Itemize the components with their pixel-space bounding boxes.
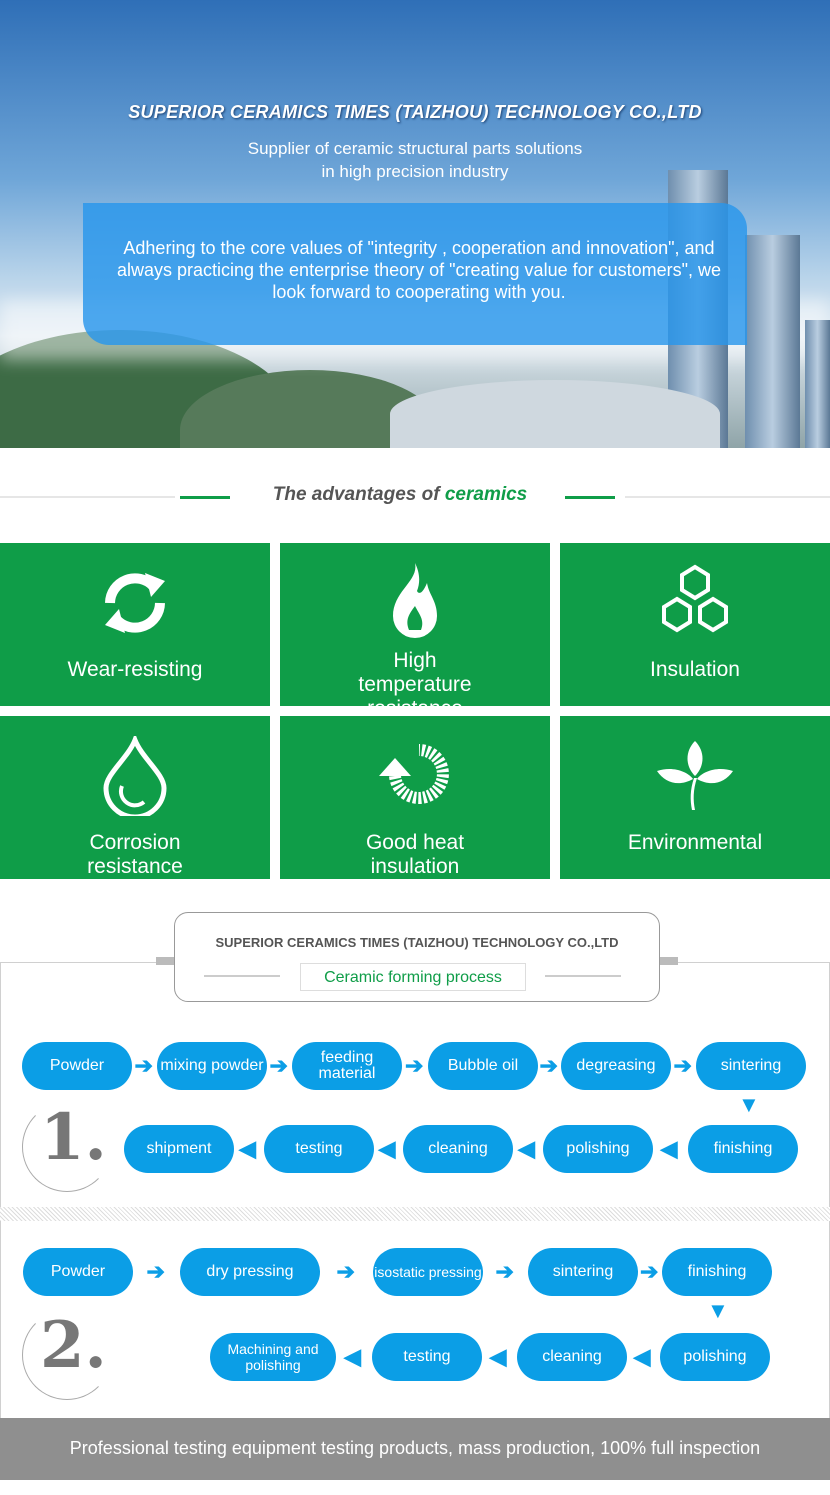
arrow-left-icon: ◀ <box>489 1344 507 1369</box>
process-step: finishing <box>688 1125 798 1173</box>
process-step: cleaning <box>403 1125 513 1173</box>
advantage-tile: Environmental <box>560 716 830 879</box>
process-step: mixing powder <box>157 1042 267 1090</box>
arrow-left-icon: ◀ <box>518 1136 535 1161</box>
advantage-label: High temperature resistance <box>358 649 472 706</box>
arrow-left-icon: ◀ <box>660 1136 678 1161</box>
advantage-label: Insulation <box>650 658 740 681</box>
process-title: Ceramic forming process <box>300 963 526 991</box>
frame-cap <box>660 957 678 965</box>
arrow-left-icon: ◀ <box>239 1136 256 1161</box>
arrow-right-icon: ➔ <box>146 1259 165 1284</box>
core-values-box: Adhering to the core values of "integrit… <box>83 203 747 345</box>
advantage-label: Environmental <box>627 831 763 854</box>
process-step: polishing <box>543 1125 653 1173</box>
advantage-label: Good heat insulation <box>365 831 465 878</box>
process-step: polishing <box>660 1333 770 1381</box>
separator <box>0 1207 830 1221</box>
process-step: Machining and polishing <box>210 1333 336 1381</box>
arrow-right-icon: ➔ <box>495 1259 514 1284</box>
recycle-icon <box>0 563 270 643</box>
advantage-tile: Good heat insulation <box>280 716 550 879</box>
arrow-right-icon: ➔ <box>336 1259 355 1284</box>
arrow-down-icon: ▼ <box>738 1092 760 1117</box>
advantages-title: The advantages of ceramics <box>175 484 625 506</box>
heat-arrow-icon <box>280 736 550 816</box>
process-step: feeding material <box>292 1042 402 1090</box>
process-step: cleaning <box>517 1333 627 1381</box>
arrow-right-icon: ➔ <box>673 1053 692 1078</box>
company-title: SUPERIOR CERAMICS TIMES (TAIZHOU) TECHNO… <box>128 102 702 122</box>
advantage-tile: High temperature resistance <box>280 543 550 706</box>
leaf-icon <box>560 736 830 816</box>
process-step: degreasing <box>561 1042 671 1090</box>
flow-2-number: 2. <box>40 1308 107 1383</box>
process-step: testing <box>264 1125 374 1173</box>
title-deco-left <box>180 496 230 499</box>
process-company: SUPERIOR CERAMICS TIMES (TAIZHOU) TECHNO… <box>215 935 619 950</box>
process-step: isostatic pressing <box>373 1248 483 1296</box>
divider <box>545 975 621 977</box>
advantage-label: Wear-resisting <box>67 658 203 681</box>
title-prefix: The advantages of <box>272 484 445 505</box>
arrow-left-icon: ◀ <box>378 1136 396 1161</box>
arrow-left-icon: ◀ <box>633 1344 651 1369</box>
flow-1-number: 1. <box>40 1100 107 1175</box>
footer-banner: Professional testing equipment testing p… <box>0 1418 830 1480</box>
advantage-tile: Wear-resisting <box>0 543 270 706</box>
droplet-icon <box>0 736 270 816</box>
process-step: finishing <box>662 1248 772 1296</box>
arrow-down-icon: ▼ <box>707 1298 729 1323</box>
process-step: Powder <box>23 1248 133 1296</box>
advantage-tile: Corrosion resistance <box>0 716 270 879</box>
arrow-right-icon: ➔ <box>134 1053 153 1078</box>
arrow-right-icon: ➔ <box>539 1053 558 1078</box>
process-step: testing <box>372 1333 482 1381</box>
hexagons-icon <box>560 563 830 643</box>
advantage-tile: Insulation <box>560 543 830 706</box>
advantage-label: Corrosion resistance <box>87 831 183 878</box>
process-step: dry pressing <box>180 1248 320 1296</box>
arrow-right-icon: ➔ <box>405 1053 424 1078</box>
company-subtitle: Supplier of ceramic structural parts sol… <box>0 137 830 183</box>
flame-icon <box>280 561 550 641</box>
process-step: sintering <box>528 1248 638 1296</box>
title-deco-right <box>565 496 615 499</box>
process-step: Bubble oil <box>428 1042 538 1090</box>
subtitle-line-2: in high precision industry <box>321 162 509 181</box>
number-ring <box>22 1102 112 1192</box>
subtitle-line-1: Supplier of ceramic structural parts sol… <box>247 139 583 158</box>
arrow-left-icon: ◀ <box>344 1344 361 1369</box>
process-step: sintering <box>696 1042 806 1090</box>
arrow-right-icon: ➔ <box>640 1259 659 1284</box>
process-step: shipment <box>124 1125 234 1173</box>
divider <box>204 975 280 977</box>
arrow-right-icon: ➔ <box>269 1053 288 1078</box>
hero-banner: SUPERIOR CERAMICS TIMES (TAIZHOU) TECHNO… <box>0 0 830 448</box>
title-accent: ceramics <box>444 484 528 505</box>
frame-cap <box>156 957 174 965</box>
number-ring <box>22 1310 112 1400</box>
process-step: Powder <box>22 1042 132 1090</box>
